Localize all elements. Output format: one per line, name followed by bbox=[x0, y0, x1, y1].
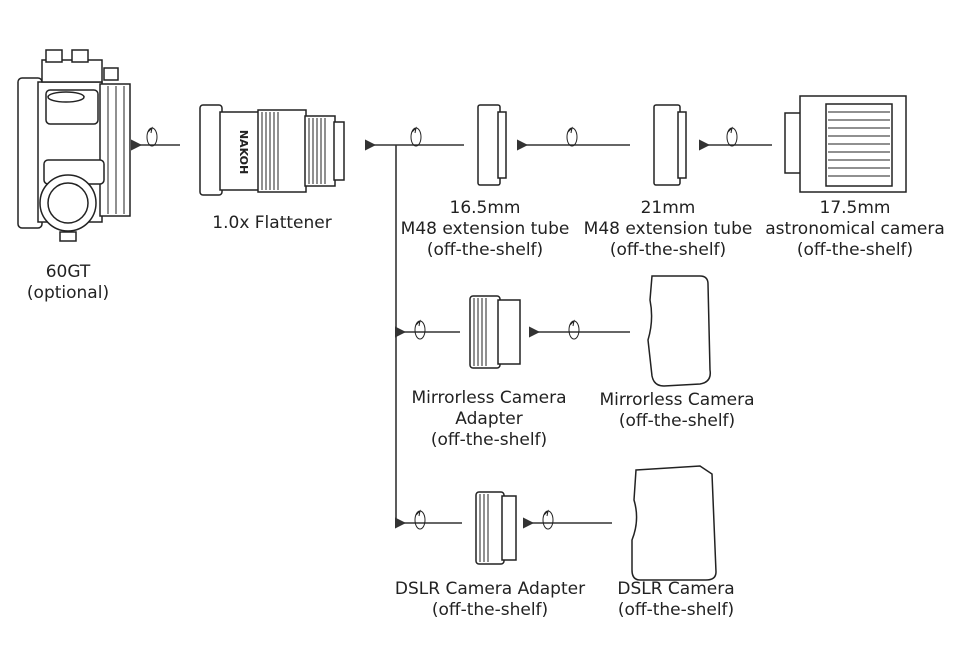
label-mount: 60GT (optional) bbox=[26, 262, 110, 303]
label-ext-tube-16: 16.5mm M48 extension tube (off-the-shelf… bbox=[400, 198, 570, 260]
astro-camera-drawing bbox=[784, 95, 907, 193]
rotate-icon bbox=[568, 319, 580, 340]
mirrorless-adapter-drawing bbox=[469, 295, 521, 369]
label-dslr-adapter: DSLR Camera Adapter (off-the-shelf) bbox=[394, 579, 586, 620]
label-mirrorless-adapter: Mirrorless Camera Adapter (off-the-shelf… bbox=[411, 388, 567, 450]
label-dslr-camera: DSLR Camera (off-the-shelf) bbox=[617, 579, 735, 620]
label-astro-camera: 17.5mm astronomical camera (off-the-shel… bbox=[765, 198, 945, 260]
dslr-adapter-drawing bbox=[475, 491, 517, 565]
ext-tube-16-drawing bbox=[477, 104, 501, 186]
mount-60gt-drawing bbox=[17, 49, 131, 242]
rotate-icon bbox=[414, 509, 426, 530]
flattener-brand: NAKOH bbox=[237, 130, 250, 174]
dslr-camera-drawing bbox=[631, 465, 717, 581]
label-flattener: 1.0x Flattener bbox=[212, 213, 332, 233]
rotate-icon bbox=[414, 319, 426, 340]
rotate-icon bbox=[542, 509, 554, 530]
mirrorless-camera-drawing bbox=[647, 275, 712, 387]
label-ext-tube-21: 21mm M48 extension tube (off-the-shelf) bbox=[583, 198, 753, 260]
rotate-icon bbox=[726, 126, 738, 147]
rotate-icon bbox=[410, 126, 422, 147]
label-mirrorless-camera: Mirrorless Camera (off-the-shelf) bbox=[599, 390, 755, 431]
rotate-icon bbox=[566, 126, 578, 147]
rotate-icon bbox=[146, 126, 158, 147]
ext-tube-21-drawing bbox=[653, 104, 681, 186]
flattener-drawing bbox=[199, 104, 345, 196]
